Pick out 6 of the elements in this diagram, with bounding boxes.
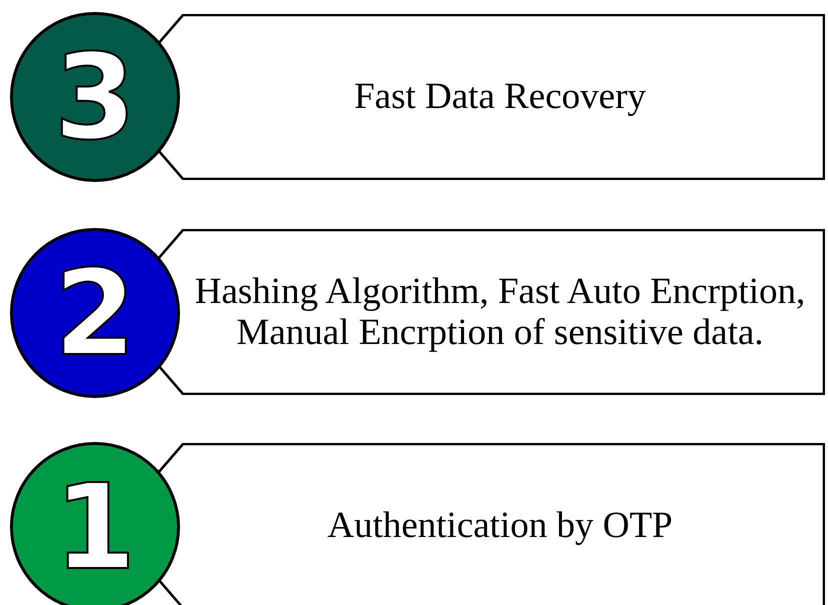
step-number: 2 [54, 254, 136, 372]
step-number: 1 [54, 468, 136, 586]
step-number: 3 [54, 38, 136, 156]
step-text: Fast Data Recovery [354, 76, 646, 118]
step-text: Hashing Algorithm, Fast Auto Encrption, Manual Encrption of sensitive data. [194, 270, 806, 354]
step-text: Authentication by OTP [327, 505, 673, 547]
